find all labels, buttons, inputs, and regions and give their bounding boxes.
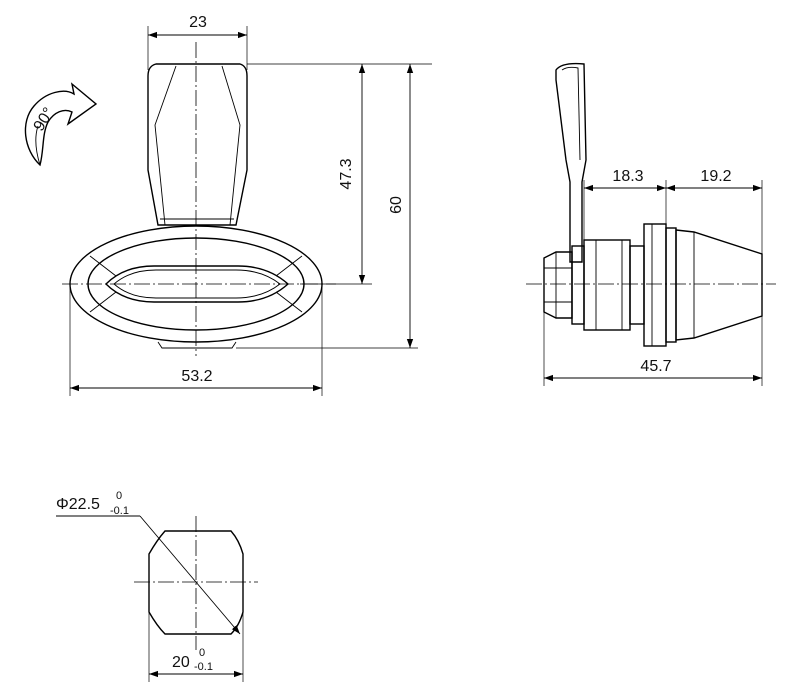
lock-cone — [675, 229, 763, 341]
handle-neck — [158, 218, 236, 226]
hex-nut-faces — [544, 252, 572, 318]
lock-flange — [643, 223, 667, 347]
diameter-upper-tol: 0 — [116, 490, 122, 502]
lock-collar — [629, 245, 645, 325]
hex-nut — [543, 251, 573, 319]
diameter-leader — [139, 515, 241, 635]
lock-body-details — [595, 240, 623, 330]
width-callout: 20 0 -0.1 — [172, 647, 213, 673]
handle-facet-right — [221, 65, 241, 226]
handle-facet-left — [154, 65, 177, 226]
cutout-shape — [148, 530, 244, 635]
diameter-value: 22.5 — [69, 496, 100, 513]
width-lower-tol: -0.1 — [194, 661, 213, 673]
diameter-symbol: Φ — [56, 496, 69, 513]
width-upper-tol: 0 — [199, 647, 205, 659]
dim-side-rear: 19.2 — [700, 168, 731, 185]
diameter-callout: Φ22.5 0 -0.1 — [56, 490, 129, 517]
svg-text:Φ22.5: Φ22.5 — [56, 496, 100, 513]
dim-overall-length: 45.7 — [640, 358, 671, 375]
front-view: 23 47.3 60 53.2 90° — [24, 14, 432, 396]
lever-inner-line — [561, 66, 581, 161]
dim-handle-height: 47.3 — [338, 158, 355, 189]
dim-overall-height: 60 — [388, 196, 405, 214]
diameter-lower-tol: -0.1 — [110, 505, 129, 517]
side-view: 18.3 19.2 45.7 — [526, 62, 776, 386]
lock-body — [583, 239, 631, 331]
lock-flange-rear — [665, 227, 677, 343]
lever-handle — [555, 62, 587, 263]
rotation-label: 90° — [31, 105, 58, 135]
dim-oval-width: 53.2 — [181, 368, 212, 385]
rotation-arrow-icon — [24, 82, 98, 167]
width-value: 20 — [172, 654, 190, 671]
oval-bow-facets — [89, 255, 303, 313]
oval-bottom-lip — [157, 341, 237, 349]
panel-cutout-view: Φ22.5 0 -0.1 20 0 -0.1 — [56, 490, 258, 682]
dim-side-front: 18.3 — [612, 168, 643, 185]
dim-handle-width: 23 — [189, 14, 207, 31]
